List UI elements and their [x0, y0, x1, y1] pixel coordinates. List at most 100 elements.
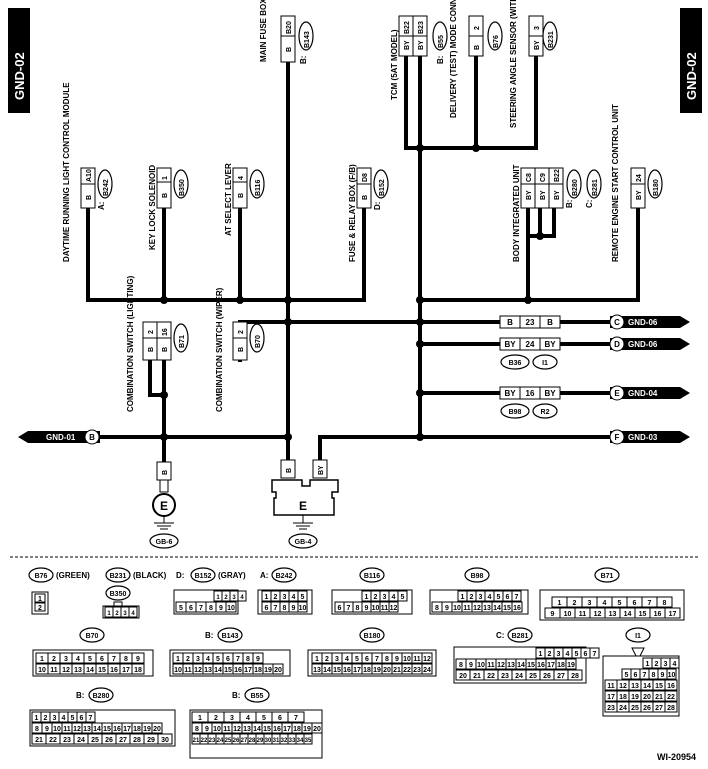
pin-label: 8: [663, 600, 667, 607]
pin-label: 8: [209, 605, 213, 612]
svg-text:B: B: [162, 347, 169, 352]
pin-label: 14: [517, 662, 525, 669]
svg-text:B:: B:: [232, 691, 240, 700]
pin-label: 1: [539, 651, 543, 658]
pin-label: 12: [423, 656, 431, 663]
pin-label: 9: [292, 605, 296, 612]
legend-b242: A: B242: [260, 567, 297, 583]
svg-text:BY: BY: [534, 40, 541, 50]
pin-label: 12: [594, 611, 602, 618]
svg-text:BY: BY: [404, 40, 411, 50]
pin-label: 9: [661, 672, 665, 679]
pin-label: 21: [193, 738, 200, 744]
component-biu: BODY INTEGRATED UNIT C8 BY C9 BY B22 BY …: [512, 164, 602, 262]
arrow-gnd-03-f[interactable]: F GND-03: [609, 429, 690, 445]
pin-label: 6: [100, 656, 104, 663]
component-combo-wiper: COMBINATION SWITCH (WIPER) 2 B B70: [215, 287, 265, 412]
svg-text:2: 2: [38, 605, 42, 612]
pin-label: 11: [223, 726, 231, 733]
arrow-gnd-01[interactable]: GND-01 B: [18, 429, 100, 445]
pin-label: 12: [473, 605, 481, 612]
svg-text:E: E: [614, 389, 620, 398]
pin-label: 10: [668, 672, 676, 679]
pin-label: 27: [655, 705, 663, 712]
pin-label: 20: [313, 726, 321, 733]
legend-b116: B116: [359, 567, 385, 583]
svg-text:B:: B:: [436, 56, 445, 64]
svg-text:C8: C8: [526, 173, 533, 182]
pin-label: 23: [501, 673, 509, 680]
pin-label: 19: [303, 726, 311, 733]
pin-label: 3: [196, 656, 200, 663]
arrow-gnd-04-e[interactable]: E GND-04: [609, 385, 690, 401]
pin-label: 12: [194, 667, 202, 674]
pin-label: 11: [579, 611, 587, 618]
junction-e: BY 16 BY B98 R2: [499, 386, 561, 419]
pin-label: 2: [573, 600, 577, 607]
pin-label: 8: [195, 726, 199, 733]
svg-text:BY: BY: [418, 40, 425, 50]
svg-text:B: B: [474, 45, 481, 50]
legend-b55: B: B55: [232, 687, 270, 703]
svg-text:B231: B231: [110, 573, 127, 580]
pin-label: 6: [506, 594, 510, 601]
svg-text:GND-06: GND-06: [628, 318, 658, 327]
pin-label: 24: [423, 667, 431, 674]
pin-label: 4: [673, 661, 677, 668]
svg-text:B22: B22: [554, 169, 561, 182]
svg-text:D8: D8: [362, 173, 369, 182]
pin-label: 21: [35, 737, 43, 744]
pin-label: 7: [274, 605, 278, 612]
svg-text:BY: BY: [544, 389, 556, 398]
pin-label: 13: [204, 667, 212, 674]
svg-text:I1: I1: [542, 360, 548, 367]
svg-text:MAIN FUSE BOX (M/B): MAIN FUSE BOX (M/B): [259, 0, 268, 62]
pin-label: 16: [343, 667, 351, 674]
page-id-left: GND-02: [8, 8, 30, 113]
pin-label: 23: [63, 737, 71, 744]
pin-label: 11: [413, 656, 421, 663]
svg-text:REMOTE ENGINE START CONTROL UN: REMOTE ENGINE START CONTROL UNIT: [611, 104, 620, 262]
pin-label: 17: [283, 726, 291, 733]
pin-label: 2: [186, 656, 190, 663]
pin-label: 7: [89, 715, 93, 722]
component-keylock: KEY LOCK SOLENOID 1 B B350: [148, 165, 189, 250]
pin-label: 10: [299, 605, 307, 612]
pin-label: 3: [230, 715, 234, 722]
pin-label: 8: [246, 656, 250, 663]
pin-label: 14: [323, 667, 331, 674]
pin-label: 5: [216, 656, 220, 663]
svg-text:B76: B76: [493, 35, 500, 48]
pin-label: 11: [63, 726, 71, 733]
pin-label: 6: [634, 672, 638, 679]
svg-text:GND-06: GND-06: [628, 340, 658, 349]
pin-label: 6: [633, 600, 637, 607]
pin-label: 9: [395, 656, 399, 663]
arrow-gnd-06-d[interactable]: D GND-06: [609, 336, 690, 352]
svg-text:(BLACK): (BLACK): [133, 571, 167, 580]
svg-text:B36: B36: [509, 360, 522, 367]
pin-label: 32: [281, 738, 288, 744]
svg-text:2: 2: [238, 330, 245, 334]
pin-label: 14: [643, 683, 651, 690]
arrow-gnd-06-c[interactable]: C GND-06: [609, 314, 690, 330]
svg-text:B152: B152: [379, 179, 386, 196]
pin-label: 7: [112, 656, 116, 663]
pin-label: 13: [83, 726, 91, 733]
svg-text:KEY LOCK SOLENOID: KEY LOCK SOLENOID: [148, 165, 157, 250]
pin-label: 1: [107, 611, 111, 617]
pin-label: 11: [487, 662, 495, 669]
svg-text:COMBINATION SWITCH (LIGHTING): COMBINATION SWITCH (LIGHTING): [126, 275, 135, 412]
svg-text:R2: R2: [541, 409, 550, 416]
svg-text:COMBINATION SWITCH (WIPER): COMBINATION SWITCH (WIPER): [215, 287, 224, 412]
svg-text:BY: BY: [554, 190, 561, 200]
pin-label: 1: [558, 600, 562, 607]
pin-label: 22: [201, 738, 208, 744]
svg-text:B350: B350: [179, 179, 186, 196]
